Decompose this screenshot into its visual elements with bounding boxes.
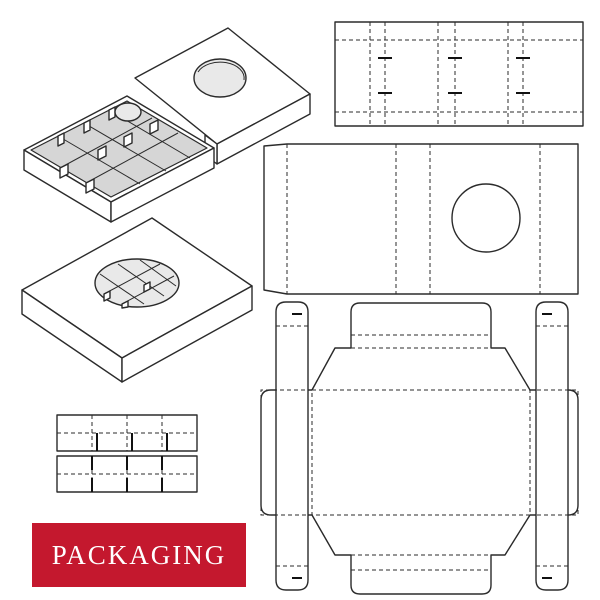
window-grid [99, 259, 177, 305]
open-tray [23, 95, 215, 223]
packaging-label: PACKAGING [32, 523, 246, 587]
tray-window-disc [114, 102, 142, 122]
sleeve-window-cutout [451, 183, 521, 253]
tray-left-flap [275, 301, 309, 591]
divider-strip-dieline [334, 21, 584, 127]
packaging-label-text: PACKAGING [51, 539, 227, 570]
closed-window-box [21, 217, 253, 383]
box-window [94, 258, 180, 308]
sleeve-window [193, 58, 247, 98]
sleeve-dieline [263, 143, 579, 295]
window-grid-walls [103, 281, 151, 309]
strip-slots [378, 57, 530, 94]
tray-divider-walls [57, 106, 159, 194]
mini-divider-strips [56, 414, 198, 493]
open-box-with-sleeve [23, 27, 311, 223]
tray-dieline [260, 301, 579, 595]
tray-right-flap [535, 301, 569, 591]
